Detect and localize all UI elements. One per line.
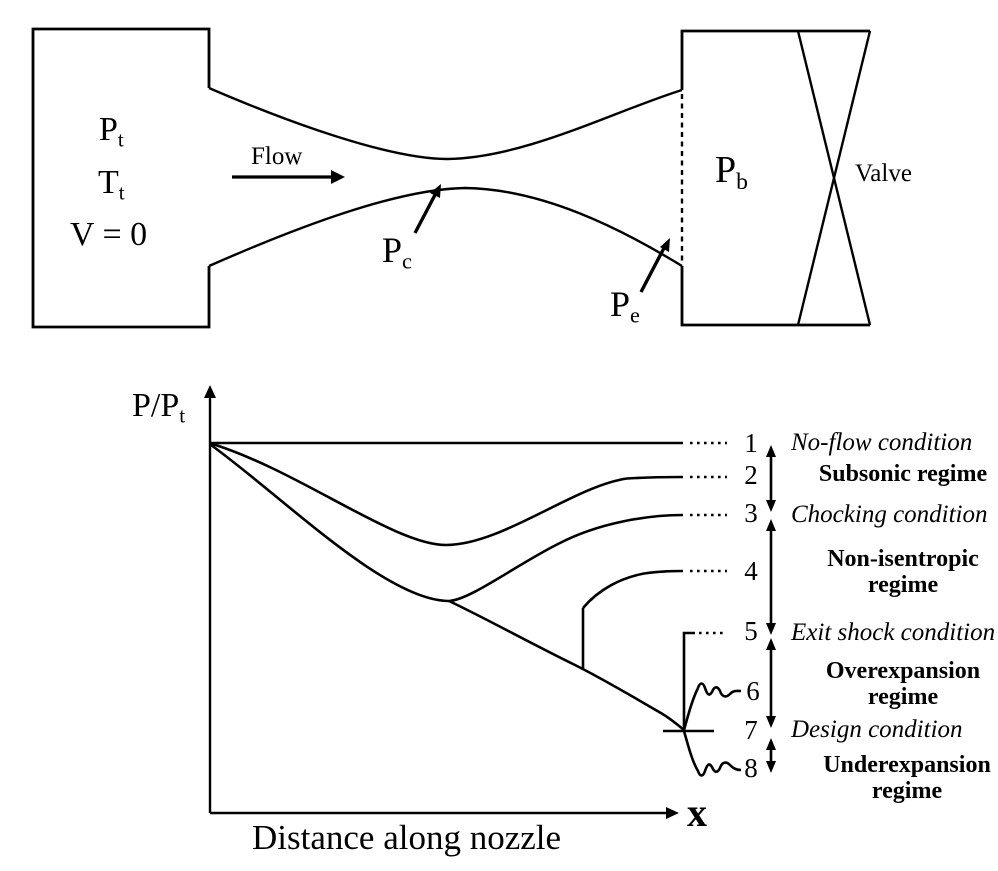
curve-number-7: 7	[744, 715, 758, 745]
curve-number-3: 3	[744, 498, 758, 528]
regime-span-arrows	[766, 445, 776, 773]
plenum-box	[680, 29, 870, 327]
exit-pressure-label: Pe	[610, 284, 640, 328]
nozzle-top-wall	[208, 86, 683, 161]
reservoir-box	[31, 27, 211, 329]
x-axis-label: x	[687, 790, 707, 835]
back-pressure-label: Pb	[715, 149, 748, 196]
x-axis-title: Distance along nozzle	[252, 818, 562, 857]
annotation-underexpansion: Underexpansion regime	[823, 752, 991, 804]
nozzle-schematic	[31, 27, 872, 329]
pe-subscript: e	[630, 302, 640, 328]
curve-number-8: 8	[744, 753, 758, 783]
reservoir-pressure-label: Pt	[99, 111, 124, 152]
annotation-exit-shock: Exit shock condition	[791, 619, 996, 646]
curve-8-underexpansion-squiggle	[682, 730, 742, 777]
annotation-subsonic: Subsonic regime	[818, 461, 988, 487]
throat-pressure-label: Pc	[382, 230, 412, 274]
curve-number-2: 2	[744, 460, 758, 490]
nozzle-bottom-wall	[208, 186, 683, 268]
supersonic-branch	[448, 599, 685, 731]
flow-arrow	[232, 170, 345, 184]
annotation-no-flow: No-flow condition	[791, 429, 973, 456]
curve-5-exit-shock	[682, 631, 695, 730]
curve-number-4: 4	[744, 556, 758, 586]
pt-subscript: t	[117, 127, 124, 152]
x-axis	[210, 807, 679, 819]
y-axis-label: P/Pt	[132, 387, 186, 428]
annotation-design: Design condition	[791, 716, 963, 743]
curve-number-6: 6	[746, 676, 760, 706]
reservoir-temperature-label: Tt	[98, 164, 125, 205]
pressure-plot-lines	[204, 385, 776, 819]
valve-label: Valve	[855, 160, 912, 187]
reservoir-velocity-label: V = 0	[70, 216, 148, 253]
annotation-non-isentropic: Non-isentropic regime	[827, 546, 979, 598]
curve-number-1: 1	[744, 428, 758, 458]
span-arrow-subsonic	[766, 445, 776, 512]
y-axis-subscript: t	[179, 403, 186, 428]
tt-subscript: t	[118, 180, 125, 205]
span-arrow-underexpansion	[766, 738, 776, 773]
pe-pointer-arrow	[639, 238, 670, 293]
pb-subscript: b	[736, 169, 748, 196]
curve-number-5: 5	[744, 616, 758, 646]
curve-4-internal-shock	[581, 569, 684, 669]
y-axis	[204, 385, 216, 813]
span-arrow-non-isentropic	[766, 519, 776, 635]
pc-subscript: c	[402, 248, 412, 274]
flow-label: Flow	[251, 143, 303, 170]
annotation-overexpansion: Overexpansion regime	[825, 658, 981, 710]
curve-3-choked	[210, 443, 684, 603]
curve-2-subsonic	[210, 442, 684, 547]
pc-pointer-arrow	[413, 184, 441, 234]
valve-cross	[796, 30, 872, 326]
span-arrow-overexpansion	[766, 638, 776, 728]
dotted-leaders	[690, 441, 727, 635]
curve-6-overexpansion-squiggle	[682, 682, 742, 731]
annotation-chocking: Chocking condition	[791, 501, 988, 528]
